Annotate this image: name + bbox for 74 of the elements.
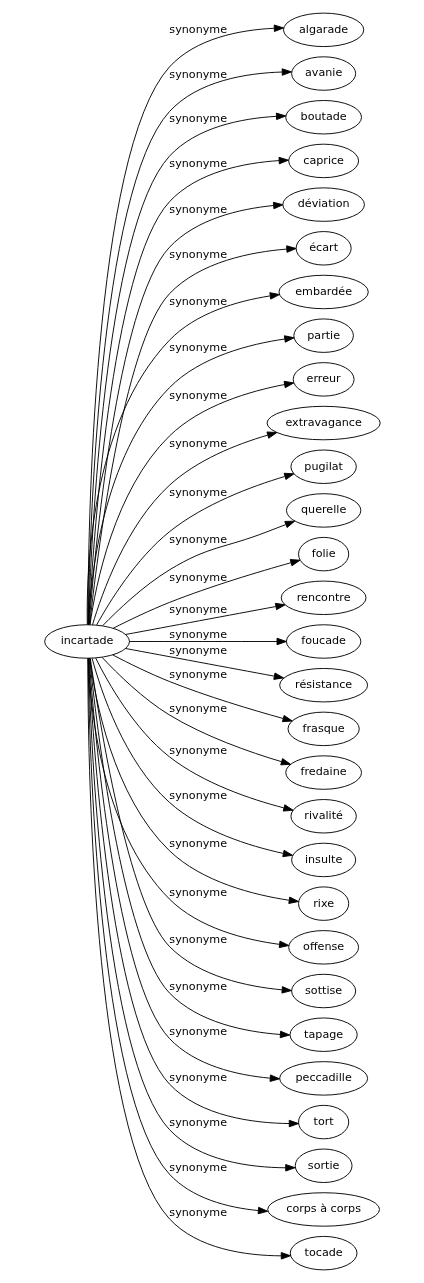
edge-label: synonyme [168, 837, 227, 851]
node-ellipse: tort [297, 1104, 349, 1140]
arrow [91, 657, 293, 858]
arrow [86, 292, 280, 625]
edge-label: synonyme [168, 67, 227, 81]
node-ellipse: avanie [290, 56, 356, 91]
node-ellipse: caprice [287, 143, 359, 179]
node-ellipse: rencontre [280, 580, 366, 615]
edge-label: synonyme [168, 701, 227, 715]
node-ellipse: corps à corps [266, 1192, 380, 1227]
edge-label: synonyme [168, 532, 227, 546]
arrow [111, 654, 293, 723]
node-ellipse: embardée [278, 274, 369, 310]
node-ellipse: tocade [289, 1235, 357, 1271]
edge-label: synonyme [168, 668, 227, 682]
edge-label: synonyme [168, 1070, 227, 1084]
edge-label: synonyme [168, 486, 227, 500]
node-ellipse: folie [297, 536, 349, 572]
arrow [124, 602, 286, 635]
node-ellipse: écart [295, 231, 352, 266]
node-ellipse: sottise [290, 973, 356, 1009]
node-ellipse: fredaine [284, 755, 362, 790]
arrow [89, 380, 294, 626]
node-ellipse: erreur [292, 362, 355, 397]
arrow [95, 472, 294, 626]
edge-label: synonyme [168, 388, 227, 402]
node-ellipse: frasque [287, 711, 360, 747]
edge-label: synonyme [168, 23, 227, 37]
arrow [88, 657, 299, 904]
edge-label: synonyme [168, 112, 227, 126]
edge-label: synonyme [168, 789, 227, 803]
edge-label: synonyme [168, 341, 227, 355]
node-ellipse: résistance [278, 668, 368, 703]
edge-label: synonyme [168, 1160, 227, 1174]
arrow [101, 520, 295, 627]
arrow [87, 335, 295, 626]
edge-label: synonyme [168, 570, 227, 584]
edge-label: synonyme [168, 436, 227, 450]
edge-label: synonyme [168, 628, 227, 642]
arrow [88, 245, 297, 625]
node-ellipse: partie [292, 318, 354, 353]
edge-label: synonyme [168, 157, 227, 171]
edge-label: synonyme [168, 933, 227, 947]
node-ellipse: foucade [285, 624, 361, 659]
edge-label: synonyme [168, 202, 227, 216]
node-ellipse: insulte [290, 842, 356, 878]
node-ellipse: offense [287, 930, 359, 965]
edge-label: synonyme [168, 979, 227, 993]
arrow [94, 657, 293, 812]
node-ellipse: déviation [281, 187, 365, 222]
node-ellipse: rixe [297, 886, 349, 921]
node-ellipse: rivalité [289, 799, 357, 834]
node-ellipse: boutade [284, 100, 362, 135]
node-ellipse: algarade [282, 12, 364, 48]
node-ellipse: sortie [294, 1148, 352, 1183]
edge-label: synonyme [168, 885, 227, 899]
node-ellipse: incartade [43, 624, 130, 659]
edge-label: synonyme [168, 1116, 227, 1130]
node-ellipse: tapage [289, 1017, 358, 1052]
arrow [87, 657, 268, 1215]
edge-label: synonyme [168, 294, 227, 308]
arrow [112, 559, 300, 629]
arrow [91, 431, 277, 626]
edge-label: synonyme [168, 1205, 227, 1219]
edge-label: synonyme [168, 644, 227, 658]
arrow [128, 637, 287, 646]
edge-label: synonyme [168, 248, 227, 262]
node-ellipse: peccadille [278, 1061, 368, 1096]
edge-label: synonyme [168, 1025, 227, 1039]
arrow [101, 657, 291, 766]
edge-label: synonyme [168, 603, 227, 617]
edge-label: synonyme [168, 743, 227, 757]
arrow [124, 648, 284, 680]
node-ellipse: pugilat [289, 449, 357, 484]
